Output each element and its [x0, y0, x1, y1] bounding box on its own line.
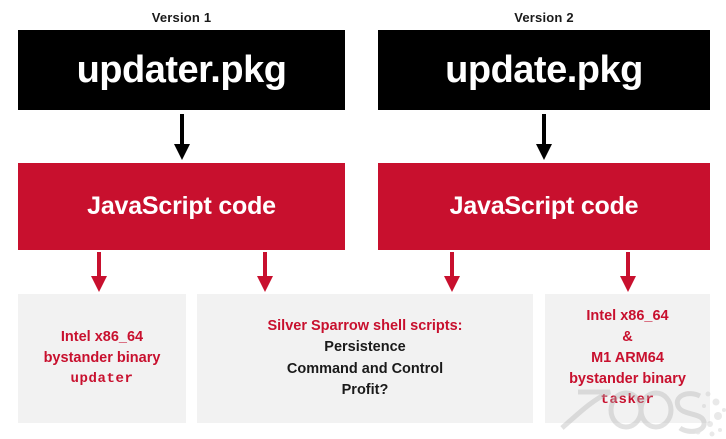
outcome-line: Intel x86_64	[586, 308, 669, 325]
package-box-version-1: updater.pkg	[18, 30, 345, 110]
outcome-title: Silver Sparrow shell scripts:	[267, 318, 463, 335]
javascript-box-version-2: JavaScript code	[378, 163, 710, 250]
arrow-package-to-js-2	[536, 114, 552, 160]
outcome-box-v2-bystander: Intel x86_64 & M1 ARM64 bystander binary…	[545, 294, 710, 423]
outcome-line: &	[622, 329, 633, 346]
package-name-version-2: update.pkg	[445, 49, 643, 91]
package-name-version-1: updater.pkg	[76, 49, 287, 91]
outcome-line: M1 ARM64	[591, 350, 664, 367]
package-box-version-2: update.pkg	[378, 30, 710, 110]
javascript-label-2: JavaScript code	[449, 192, 639, 220]
javascript-box-version-1: JavaScript code	[18, 163, 345, 250]
arrow-js-to-shell-scripts-left	[257, 252, 273, 292]
outcome-line: bystander binary	[569, 371, 686, 388]
arrow-js-to-v2-bystander	[620, 252, 636, 292]
outcome-line: Profit?	[341, 381, 389, 398]
version-label-2: Version 2	[514, 10, 574, 25]
outcome-box-v1-bystander: Intel x86_64 bystander binary updater	[18, 294, 186, 423]
outcome-line-binary-name: updater	[70, 371, 134, 388]
version-label-1: Version 1	[151, 10, 212, 25]
javascript-label-1: JavaScript code	[87, 192, 276, 220]
arrow-package-to-js-1	[174, 114, 190, 160]
outcome-box-shell-scripts: Silver Sparrow shell scripts: Persistenc…	[197, 294, 533, 423]
arrow-js-to-v1-bystander	[91, 252, 107, 292]
arrow-js-to-shell-scripts-right	[444, 252, 460, 292]
outcome-line-binary-name: tasker	[600, 392, 655, 409]
outcome-line: Intel x86_64	[60, 329, 144, 346]
outcome-line: Persistence	[324, 339, 406, 356]
outcome-line: bystander binary	[43, 350, 161, 367]
outcome-line: Command and Control	[286, 360, 444, 377]
